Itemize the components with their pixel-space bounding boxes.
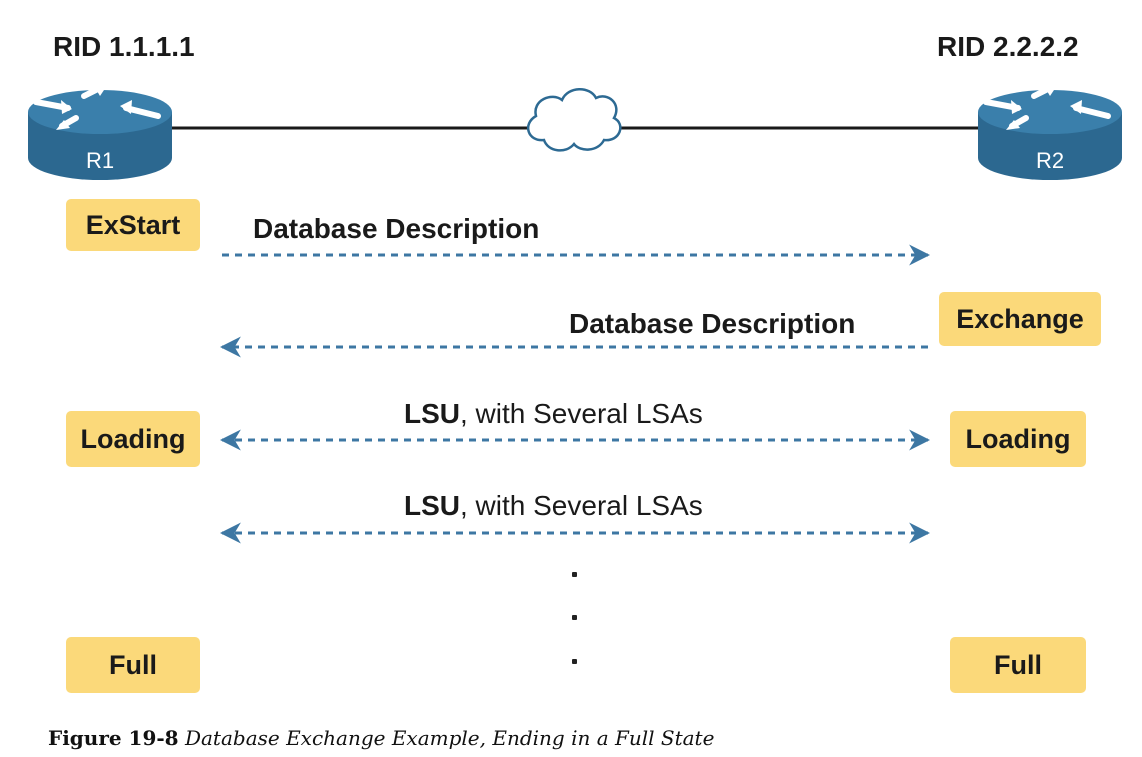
state-r1-loading: Loading [66,411,200,467]
message-label-4-bold: LSU [404,490,460,521]
continuation-dot-2 [572,615,577,620]
message-label-3-bold: LSU [404,398,460,429]
message-label-3: LSU, with Several LSAs [404,398,703,430]
state-r2-loading: Loading [950,411,1086,467]
continuation-dot-1 [572,572,577,577]
router-r2-icon [978,84,1122,180]
rid-r1: RID 1.1.1.1 [53,31,195,62]
message-label-2-text: Database Description [569,308,856,339]
message-label-4: LSU, with Several LSAs [404,490,703,522]
figure-title: Database Exchange Example, Ending in a F… [184,726,715,750]
router-r1-icon [28,84,172,180]
message-label-2: Database Description [569,308,855,340]
state-r1-exstart: ExStart [66,199,200,251]
state-r2-full: Full [950,637,1086,693]
state-r1-full: Full [66,637,200,693]
router-r1-label: R1 [86,148,114,173]
message-label-1: Database Description [253,213,539,245]
figure-number: Figure 19-8 [48,726,179,750]
cloud-icon [526,88,622,152]
continuation-dot-3 [572,659,577,664]
message-label-3-rest: , with Several LSAs [460,398,703,429]
state-r2-exchange: Exchange [939,292,1101,346]
rid-r2: RID 2.2.2.2 [937,31,1079,62]
message-label-1-text: Database Description [253,213,540,244]
router-r2-label: R2 [1036,148,1064,173]
message-label-4-rest: , with Several LSAs [460,490,703,521]
figure-caption: Figure 19-8 Database Exchange Example, E… [48,726,714,750]
